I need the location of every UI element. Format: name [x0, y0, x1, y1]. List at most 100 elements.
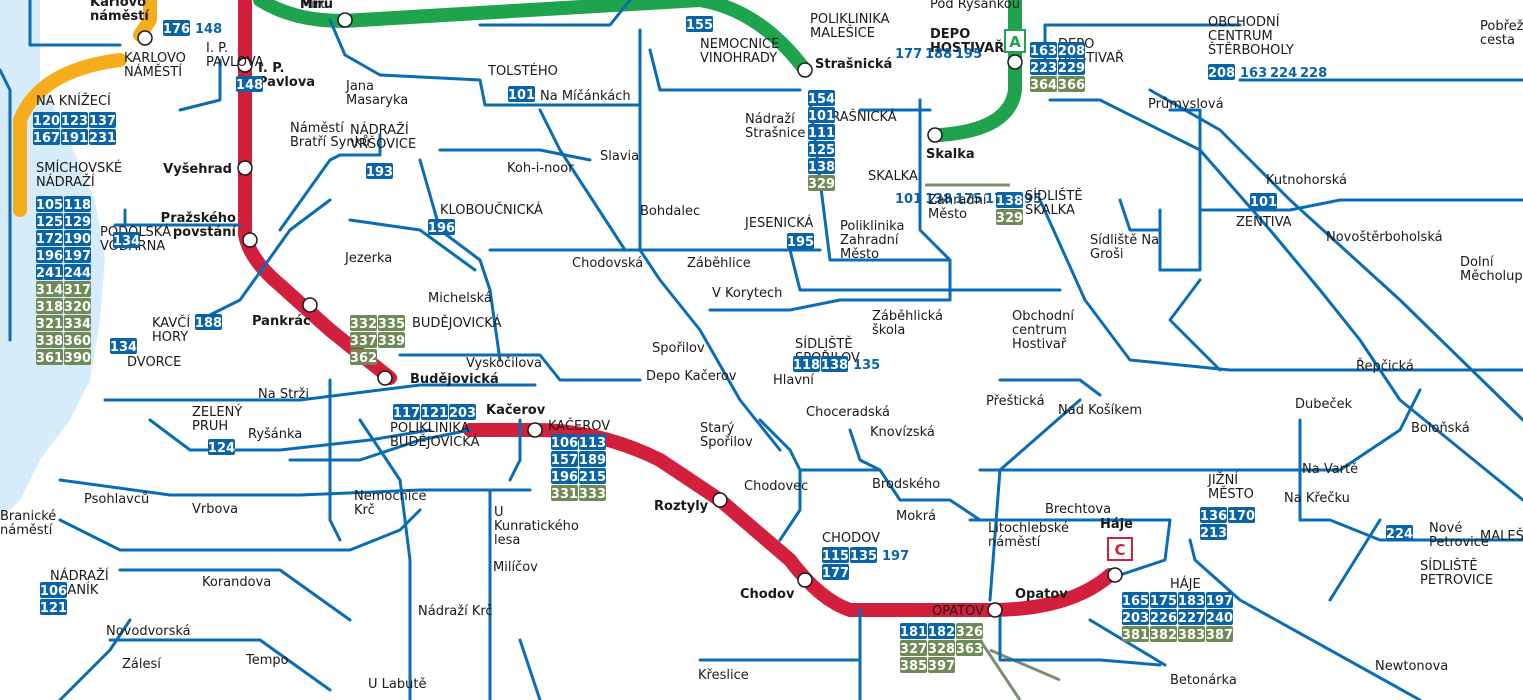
station-skalka[interactable] — [927, 127, 943, 143]
station-vysehrad[interactable] — [237, 160, 253, 176]
line-box[interactable] — [1150, 592, 1177, 608]
line-box[interactable] — [195, 314, 222, 330]
line-box[interactable] — [1030, 42, 1057, 58]
line-box[interactable] — [110, 338, 137, 354]
line-box[interactable] — [1206, 592, 1233, 608]
line-box[interactable] — [996, 192, 1023, 208]
line-box[interactable] — [822, 564, 849, 580]
line-box[interactable] — [1030, 59, 1057, 75]
line-box[interactable] — [1178, 626, 1205, 642]
line-box[interactable] — [89, 112, 116, 128]
station-kacerov[interactable] — [527, 422, 543, 438]
line-box[interactable] — [900, 640, 927, 656]
line-box[interactable] — [1178, 609, 1205, 625]
station-pankrac[interactable] — [302, 297, 318, 313]
line-box[interactable] — [64, 230, 91, 246]
line-box[interactable] — [36, 213, 63, 229]
station-chodov[interactable] — [797, 572, 813, 588]
line-box[interactable] — [508, 86, 535, 102]
line-box[interactable] — [793, 356, 820, 372]
line-box[interactable] — [64, 196, 91, 212]
line-box[interactable] — [1250, 193, 1277, 209]
line-box[interactable] — [787, 233, 814, 249]
line-box[interactable] — [551, 434, 578, 450]
line-box[interactable] — [64, 298, 91, 314]
line-box[interactable] — [551, 485, 578, 501]
line-box[interactable] — [1178, 592, 1205, 608]
line-box[interactable] — [928, 640, 955, 656]
line-box[interactable] — [1206, 626, 1233, 642]
stop-depo-hostivar[interactable]: DEPOHOSTIVAŘ163208223229364366 — [1030, 37, 1124, 93]
line-box[interactable] — [822, 547, 849, 563]
line-box[interactable] — [1122, 626, 1149, 642]
line-box[interactable] — [208, 439, 235, 455]
line-box[interactable] — [928, 623, 955, 639]
line-box[interactable] — [1030, 76, 1057, 92]
line-box[interactable] — [579, 485, 606, 501]
line-box[interactable] — [33, 112, 60, 128]
line-box[interactable] — [579, 451, 606, 467]
line-box[interactable] — [1058, 59, 1085, 75]
line-box[interactable] — [113, 232, 140, 248]
line-box[interactable] — [579, 468, 606, 484]
stop-sidliste-sporilov[interactable]: SÍDLIŠTĚSPOŘILOV118138135 — [793, 336, 880, 373]
station-depo-hostivar[interactable] — [1007, 54, 1023, 70]
stop-podolska-vodarna[interactable]: PODOLSKÁVODÁRNA134 — [100, 224, 171, 254]
line-box[interactable] — [808, 107, 835, 123]
station-prazskeho-povstani[interactable] — [242, 232, 258, 248]
line-box[interactable] — [579, 434, 606, 450]
line-box[interactable] — [1386, 525, 1413, 541]
stop-skalka[interactable]: SKALKA101138175177195 — [868, 169, 1042, 207]
line-box[interactable] — [36, 281, 63, 297]
line-box[interactable] — [808, 90, 835, 106]
station-budejovicka[interactable] — [377, 370, 393, 386]
line-box[interactable] — [350, 315, 377, 331]
line-box[interactable] — [821, 356, 848, 372]
line-box[interactable] — [36, 315, 63, 331]
line-box[interactable] — [163, 20, 190, 36]
line-box[interactable] — [808, 141, 835, 157]
line-box[interactable] — [64, 213, 91, 229]
line-box[interactable] — [551, 451, 578, 467]
line-box[interactable] — [33, 129, 60, 145]
line-box[interactable] — [808, 124, 835, 140]
line-box[interactable] — [36, 230, 63, 246]
station-karlovo-namesti[interactable] — [137, 30, 153, 46]
line-box[interactable] — [36, 349, 63, 365]
station-miru[interactable] — [337, 12, 353, 28]
line-box[interactable] — [36, 298, 63, 314]
line-box[interactable] — [551, 468, 578, 484]
line-box[interactable] — [378, 315, 405, 331]
line-box[interactable] — [366, 163, 393, 179]
line-box[interactable] — [61, 129, 88, 145]
line-box[interactable] — [449, 404, 476, 420]
line-box[interactable] — [808, 175, 835, 191]
line-box[interactable] — [1122, 609, 1149, 625]
line-box[interactable] — [1228, 507, 1255, 523]
line-box[interactable] — [64, 332, 91, 348]
line-box[interactable] — [428, 219, 455, 235]
line-box[interactable] — [89, 129, 116, 145]
line-box[interactable] — [36, 247, 63, 263]
station-roztyly[interactable] — [712, 492, 728, 508]
line-box[interactable] — [956, 623, 983, 639]
